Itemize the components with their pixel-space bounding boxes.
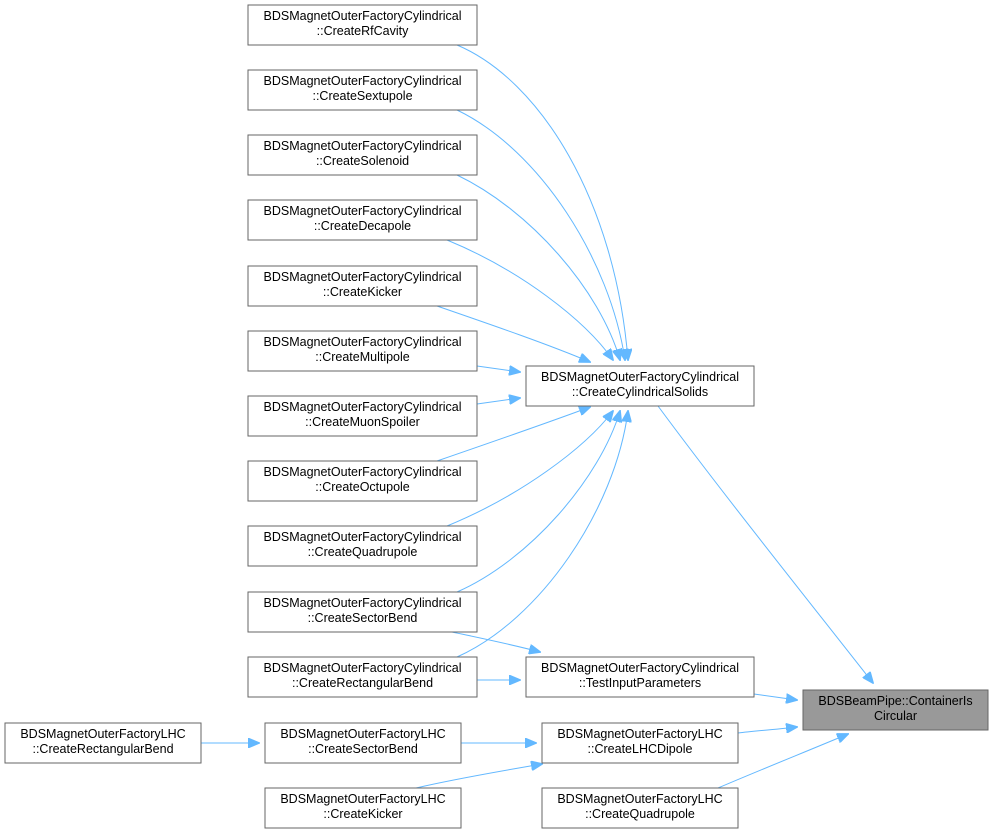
- edge-lhc_kicker-to-lhc_dipole: [415, 764, 542, 789]
- node-class-label: BDSMagnetOuterFactoryLHC: [20, 727, 185, 741]
- nodes-layer: BDSMagnetOuterFactoryCylindrical::Create…: [4, 4, 989, 829]
- node-method-label: ::CreateSectorBend: [308, 742, 418, 756]
- edge-octupole-to-cylsolids: [436, 407, 590, 462]
- node-box: [802, 689, 989, 731]
- node-sectorbend[interactable]: BDSMagnetOuterFactoryCylindrical::Create…: [247, 591, 478, 633]
- node-rectbend[interactable]: BDSMagnetOuterFactoryCylindrical::Create…: [247, 656, 478, 698]
- node-box: [525, 365, 755, 407]
- node-box: [264, 787, 462, 829]
- node-class-label: BDSMagnetOuterFactoryCylindrical: [264, 270, 462, 284]
- node-kicker[interactable]: BDSMagnetOuterFactoryCylindrical::Create…: [247, 265, 478, 307]
- node-method-label: ::CreateKicker: [323, 807, 402, 821]
- node-method-label: ::CreateOctupole: [315, 480, 410, 494]
- node-lhc_kicker[interactable]: BDSMagnetOuterFactoryLHC::CreateKicker: [264, 787, 462, 829]
- node-box: [247, 395, 478, 437]
- node-box: [4, 722, 202, 764]
- node-lhc_dipole[interactable]: BDSMagnetOuterFactoryLHC::CreateLHCDipol…: [541, 722, 739, 764]
- node-method-label: ::CreateDecapole: [314, 219, 411, 233]
- node-solenoid[interactable]: BDSMagnetOuterFactoryCylindrical::Create…: [247, 134, 478, 176]
- node-method-label: ::CreateKicker: [323, 285, 402, 299]
- node-method-label: ::CreateSextupole: [312, 89, 412, 103]
- node-box: [247, 265, 478, 307]
- node-class-label: BDSMagnetOuterFactoryCylindrical: [541, 661, 739, 675]
- edge-sextupole-to-cylsolids: [456, 109, 625, 360]
- edge-sectorbend-to-testinput: [451, 631, 540, 652]
- node-class-label: BDSMagnetOuterFactoryCylindrical: [264, 204, 462, 218]
- edge-rfcavity-to-cylsolids: [456, 44, 628, 360]
- node-method-label: ::CreateSolenoid: [316, 154, 409, 168]
- node-class-label: BDSMagnetOuterFactoryCylindrical: [264, 596, 462, 610]
- node-class-label: BDSMagnetOuterFactoryLHC: [557, 792, 722, 806]
- node-rfcavity[interactable]: BDSMagnetOuterFactoryCylindrical::Create…: [247, 4, 478, 46]
- node-method-label: ::CreateMuonSpoiler: [305, 415, 420, 429]
- node-quadrupole[interactable]: BDSMagnetOuterFactoryCylindrical::Create…: [247, 525, 478, 567]
- node-box: [541, 722, 739, 764]
- node-class-label: BDSMagnetOuterFactoryCylindrical: [264, 335, 462, 349]
- node-box: [247, 69, 478, 111]
- node-box: [247, 199, 478, 241]
- edge-testinput-to-container: [753, 693, 797, 700]
- node-method-label: ::CreateMultipole: [315, 350, 410, 364]
- node-testinput[interactable]: BDSMagnetOuterFactoryCylindrical::TestIn…: [525, 656, 755, 698]
- edge-multipole-to-cylsolids: [476, 366, 520, 372]
- node-decapole[interactable]: BDSMagnetOuterFactoryCylindrical::Create…: [247, 199, 478, 241]
- node-octupole[interactable]: BDSMagnetOuterFactoryCylindrical::Create…: [247, 460, 478, 502]
- node-method-label: ::CreateRectangularBend: [32, 742, 173, 756]
- node-lhc_quadrupole[interactable]: BDSMagnetOuterFactoryLHC::CreateQuadrupo…: [541, 787, 739, 829]
- node-multipole[interactable]: BDSMagnetOuterFactoryCylindrical::Create…: [247, 330, 478, 372]
- node-class-label: BDSMagnetOuterFactoryCylindrical: [264, 74, 462, 88]
- node-box: [247, 4, 478, 46]
- node-class-label: BDSBeamPipe::ContainerIs: [818, 694, 972, 708]
- node-muonspoiler[interactable]: BDSMagnetOuterFactoryCylindrical::Create…: [247, 395, 478, 437]
- node-method-label: ::CreateQuadrupole: [308, 545, 418, 559]
- edge-sectorbend-to-cylsolids: [456, 411, 620, 593]
- node-method-label: ::CreateLHCDipole: [588, 742, 693, 756]
- node-box: [247, 656, 478, 698]
- edge-lhc_dipole-to-container: [737, 727, 797, 734]
- node-box: [247, 525, 478, 567]
- edge-muonspoiler-to-cylsolids: [476, 398, 520, 404]
- node-cylsolids[interactable]: BDSMagnetOuterFactoryCylindrical::Create…: [525, 365, 755, 407]
- node-method-label: ::TestInputParameters: [579, 676, 701, 690]
- edge-cylsolids-to-container: [657, 405, 873, 683]
- node-method-label: ::CreateRectangularBend: [292, 676, 433, 690]
- edge-kicker-to-cylsolids: [436, 305, 590, 362]
- node-method-label: ::CreateCylindricalSolids: [572, 385, 708, 399]
- node-method-label: ::CreateRfCavity: [317, 24, 409, 38]
- node-lhc_rectbend[interactable]: BDSMagnetOuterFactoryLHC::CreateRectangu…: [4, 722, 202, 764]
- node-class-label: BDSMagnetOuterFactoryCylindrical: [264, 465, 462, 479]
- node-class-label: BDSMagnetOuterFactoryCylindrical: [264, 661, 462, 675]
- node-method-label: ::CreateSectorBend: [308, 611, 418, 625]
- node-class-label: BDSMagnetOuterFactoryLHC: [280, 792, 445, 806]
- node-class-label: BDSMagnetOuterFactoryCylindrical: [264, 9, 462, 23]
- node-class-label: BDSMagnetOuterFactoryLHC: [280, 727, 445, 741]
- node-class-label: BDSMagnetOuterFactoryCylindrical: [541, 370, 739, 384]
- edges-layer: [201, 44, 873, 789]
- node-box: [247, 134, 478, 176]
- node-class-label: BDSMagnetOuterFactoryLHC: [557, 727, 722, 741]
- edge-solenoid-to-cylsolids: [456, 174, 620, 360]
- node-box: [247, 460, 478, 502]
- node-box: [541, 787, 739, 829]
- node-method-label: ::CreateQuadrupole: [585, 807, 695, 821]
- node-class-label: BDSMagnetOuterFactoryCylindrical: [264, 139, 462, 153]
- node-box: [264, 722, 462, 764]
- edge-rectbend-to-cylsolids: [456, 411, 628, 658]
- edge-quadrupole-to-cylsolids: [446, 411, 613, 527]
- edge-decapole-to-cylsolids: [446, 239, 613, 360]
- node-class-label: BDSMagnetOuterFactoryCylindrical: [264, 400, 462, 414]
- node-sextupole[interactable]: BDSMagnetOuterFactoryCylindrical::Create…: [247, 69, 478, 111]
- node-lhc_sectorbend[interactable]: BDSMagnetOuterFactoryLHC::CreateSectorBe…: [264, 722, 462, 764]
- edge-lhc_quadrupole-to-container: [717, 734, 848, 789]
- node-method-label: Circular: [874, 709, 917, 723]
- node-box: [247, 330, 478, 372]
- node-box: [525, 656, 755, 698]
- node-box: [247, 591, 478, 633]
- node-class-label: BDSMagnetOuterFactoryCylindrical: [264, 530, 462, 544]
